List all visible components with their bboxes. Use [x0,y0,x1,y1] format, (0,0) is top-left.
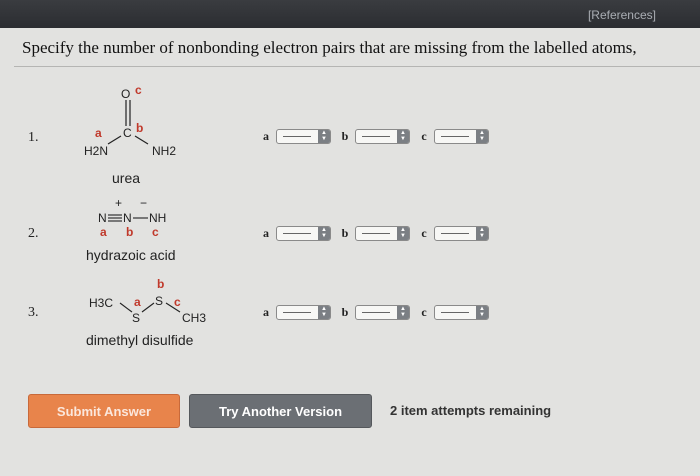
urea-label-b: b [136,121,143,135]
urea-c-atom: C [123,126,132,140]
select-3c[interactable]: ▲▼ [434,304,489,320]
disulfide-s2: S [155,294,163,308]
hydrazoic-plus: + [115,196,122,210]
item-name-2: hydrazoic acid [86,247,176,263]
hydrazoic-label-a: a [100,225,107,239]
slot-label-1a: a [263,128,269,143]
select-1a[interactable]: ▲▼ [276,128,331,144]
slot-label-1b: b [341,128,349,143]
stepper-icon: ▲▼ [397,129,409,143]
answer-row-3: a ▲▼ b ▲▼ c ▲▼ [260,304,497,320]
select-2b[interactable]: ▲▼ [355,225,410,241]
select-2c[interactable]: ▲▼ [434,225,489,241]
attempts-remaining-text: 2 item attempts remaining [390,403,552,418]
hydrazoic-label-c: c [152,225,159,239]
stepper-icon: ▲▼ [318,305,330,319]
try-another-version-button[interactable]: Try Another Version [189,394,372,428]
hydrazoic-structure: + − N N NH a b c [98,196,166,239]
stepper-icon: ▲▼ [397,305,409,319]
stepper-icon: ▲▼ [397,226,409,240]
slot-label-3b: b [341,304,349,319]
urea-structure: O c C b a H2N NH2 [84,86,176,158]
top-bar: [References] [0,0,700,28]
select-3b[interactable]: ▲▼ [355,304,410,320]
disulfide-ch3: CH3 [182,311,206,325]
select-1c[interactable]: ▲▼ [434,128,489,144]
urea-o-atom: O [121,87,130,101]
item-number-1: 1. [28,130,39,145]
stepper-icon: ▲▼ [318,226,330,240]
hydrazoic-label-b: b [126,225,133,239]
hydrazoic-n2: N [123,211,132,225]
urea-nh2-group: NH2 [152,144,176,158]
item-name-3: dimethyl disulfide [86,332,194,348]
slot-label-1c: c [421,128,427,143]
stepper-icon: ▲▼ [476,226,488,240]
urea-label-c: c [135,86,142,97]
slot-label-3a: a [263,304,269,319]
disulfide-label-c: c [174,295,181,309]
stepper-icon: ▲▼ [476,305,488,319]
hydrazoic-n1: N [98,211,107,225]
select-3a[interactable]: ▲▼ [276,304,331,320]
urea-h2n-group: H2N [84,144,108,158]
item-name-1: urea [112,170,141,186]
slot-label-2a: a [263,225,269,240]
item-number-2: 2. [28,226,39,241]
stepper-icon: ▲▼ [318,129,330,143]
answer-row-1: a ▲▼ b ▲▼ c ▲▼ [260,128,497,144]
slot-label-2c: c [421,225,427,240]
divider [14,66,700,67]
select-1b[interactable]: ▲▼ [355,128,410,144]
slot-label-3c: c [421,304,427,319]
disulfide-h3c: H3C [89,296,113,310]
hydrazoic-minus: − [140,196,147,210]
question-text: Specify the number of nonbonding electro… [22,38,637,57]
submit-answer-button[interactable]: Submit Answer [28,394,180,428]
answer-row-2: a ▲▼ b ▲▼ c ▲▼ [260,225,497,241]
disulfide-label-b: b [157,277,164,291]
select-2a[interactable]: ▲▼ [276,225,331,241]
item-number-3: 3. [28,305,39,320]
slot-label-2b: b [341,225,349,240]
disulfide-s1: S [132,311,140,325]
references-link[interactable]: [References] [587,8,656,22]
disulfide-structure: b H3C a S S c CH3 [89,277,206,325]
disulfide-label-a: a [134,295,141,309]
hydrazoic-nh: NH [149,211,166,225]
stepper-icon: ▲▼ [476,129,488,143]
urea-label-a: a [95,126,102,140]
